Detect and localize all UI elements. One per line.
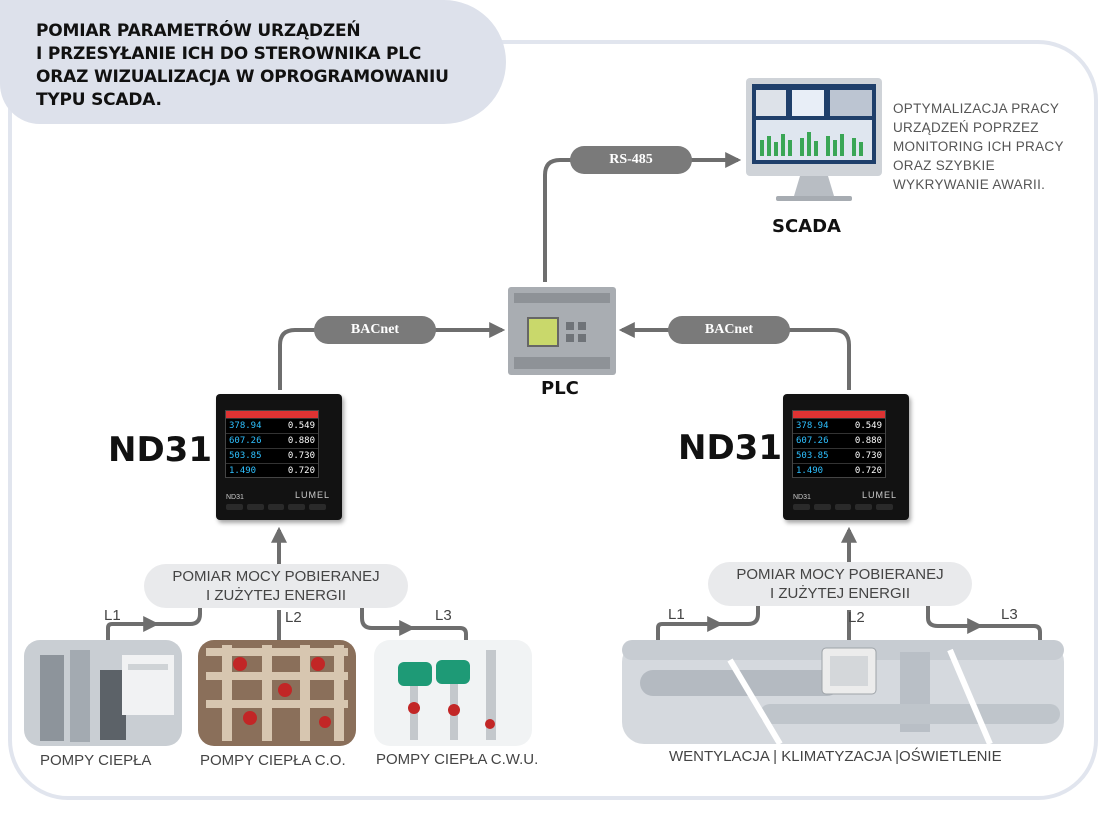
heat-pump-photo-2 — [198, 640, 356, 746]
meter-brand: LUMEL — [861, 490, 897, 500]
right-l1-label: L1 — [668, 606, 685, 623]
left-l1-line — [106, 616, 160, 640]
plc-device-icon — [508, 287, 616, 375]
caption-heat-pumps: POMPY CIEPŁA — [40, 752, 152, 769]
plc-scada-link — [543, 152, 742, 282]
caption-heat-pumps-cwu: POMPY CIEPŁA C.W.U. — [376, 751, 539, 768]
ventilation-photo — [622, 640, 1064, 746]
right-l3-drop — [974, 624, 1042, 642]
right-l3-line — [926, 606, 984, 634]
left-meter-plc-link — [278, 322, 506, 390]
right-meter-plc-link — [618, 322, 851, 390]
rs485-pill: RS-485 — [570, 146, 692, 174]
left-measure-box: POMIAR MOCY POBIERANEJ I ZUŻYTEJ ENERGII — [144, 564, 408, 608]
caption-ventilation: WENTYLACJA | KLIMATYZACJA |OŚWIETLENIE — [669, 748, 1002, 765]
meter-buttons — [793, 504, 893, 510]
left-l2-label: L2 — [285, 609, 302, 626]
left-l3-line — [360, 606, 416, 636]
meter-buttons — [226, 504, 326, 510]
title-box — [0, 0, 506, 124]
heat-pump-photo-1 — [24, 640, 182, 746]
left-device-label: ND31 — [108, 430, 212, 470]
left-l3-label: L3 — [435, 607, 452, 624]
meter-model: ND31 — [793, 494, 811, 501]
plc-label: PLC — [541, 378, 579, 399]
meter-brand: LUMEL — [294, 490, 330, 500]
left-l3-drop — [405, 626, 468, 640]
right-device-label: ND31 — [678, 428, 782, 468]
caption-heat-pumps-co: POMPY CIEPŁA C.O. — [200, 752, 346, 769]
outer-frame — [8, 40, 1098, 800]
left-l1-label: L1 — [104, 607, 121, 624]
right-l2-label: L2 — [848, 609, 865, 626]
scada-note: OPTYMALIZACJA PRACY URZĄDZEŃ POPRZEZ MON… — [893, 101, 1064, 192]
right-l3-label: L3 — [1001, 606, 1018, 623]
diagram-title: POMIAR PARAMETRÓW URZĄDZEŃ I PRZESYŁANIE… — [36, 21, 449, 110]
right-bacnet-pill: BACnet — [668, 316, 790, 344]
heat-pump-photo-3 — [374, 640, 532, 746]
meter-model: ND31 — [226, 494, 244, 501]
right-l1-link — [712, 606, 760, 626]
scada-monitor-icon — [746, 78, 882, 201]
left-bacnet-pill: BACnet — [314, 316, 436, 344]
scada-label: SCADA — [772, 216, 841, 237]
right-measure-box: POMIAR MOCY POBIERANEJ I ZUŻYTEJ ENERGII — [708, 562, 972, 606]
right-l1-line — [656, 616, 724, 640]
left-l1-link — [150, 606, 202, 626]
